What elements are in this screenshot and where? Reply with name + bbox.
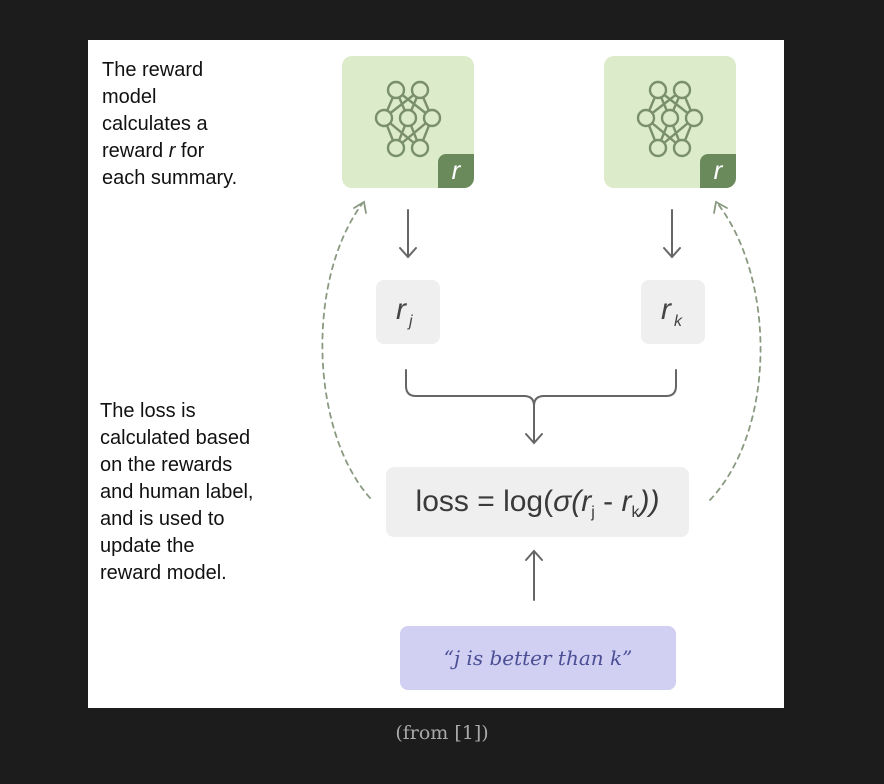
reward-badge: r [438,154,474,188]
desc-line: model [102,86,157,108]
desc-line: update the [100,535,195,557]
dashed-feedback-arrow-icon [709,203,762,501]
reward-badge: r [700,154,736,188]
reward-model-left: r [342,56,474,188]
desc-text: reward [102,140,169,162]
desc-line: calculates a [102,113,208,135]
reward-model-description: The reward model calculates a reward r f… [102,57,282,192]
neural-network-icon [374,80,442,158]
desc-line: reward r for [102,138,282,165]
loss-r-j: r [581,485,592,518]
loss-paren: )) [639,485,660,518]
reward-symbol: r [661,293,671,326]
reward-subscript: k [674,313,682,330]
loss-paren: ( [571,485,582,518]
desc-line: and is used to [100,508,225,530]
dashed-feedback-arrow-icon [321,203,371,499]
reward-subscript: j [409,313,413,330]
diagram-panel: The reward model calculates a reward r f… [88,40,784,708]
desc-line: on the rewards [100,454,233,476]
reward-j-box: r j [376,280,440,344]
neural-network-icon [636,80,704,158]
desc-line: each summary. [102,167,238,189]
down-arrow-icon [663,209,681,259]
down-arrow-icon [399,209,417,259]
desc-line: calculated based [100,427,251,449]
loss-sub-j: j [591,504,595,521]
loss-minus: - [594,485,622,518]
loss-description: The loss is calculated based on the rewa… [100,398,290,587]
human-label-box: “j is better than k” [400,626,676,690]
desc-italic-r: r [168,140,176,162]
loss-formula-box: loss = log(σ(rj - rk)) [386,467,689,537]
connectors-layer [321,200,762,601]
loss-prefix: loss = log( [415,485,554,518]
desc-text: for [175,140,205,162]
up-arrow-icon [525,549,543,601]
loss-sub-k: k [631,504,640,521]
desc-line: The loss is [100,400,196,422]
reward-symbol: r [396,293,406,326]
down-arrow-icon [525,405,543,445]
desc-line: reward model. [100,562,227,584]
reward-k-box: r k [641,280,705,344]
desc-line: The reward [102,59,204,81]
reward-model-right: r [604,56,736,188]
loss-r-k: r [621,485,632,518]
desc-line: and human label, [100,481,254,503]
figure-caption: (from [1]) [395,722,489,744]
loss-sigma: σ [553,485,572,518]
merge-bracket-icon [405,369,677,407]
